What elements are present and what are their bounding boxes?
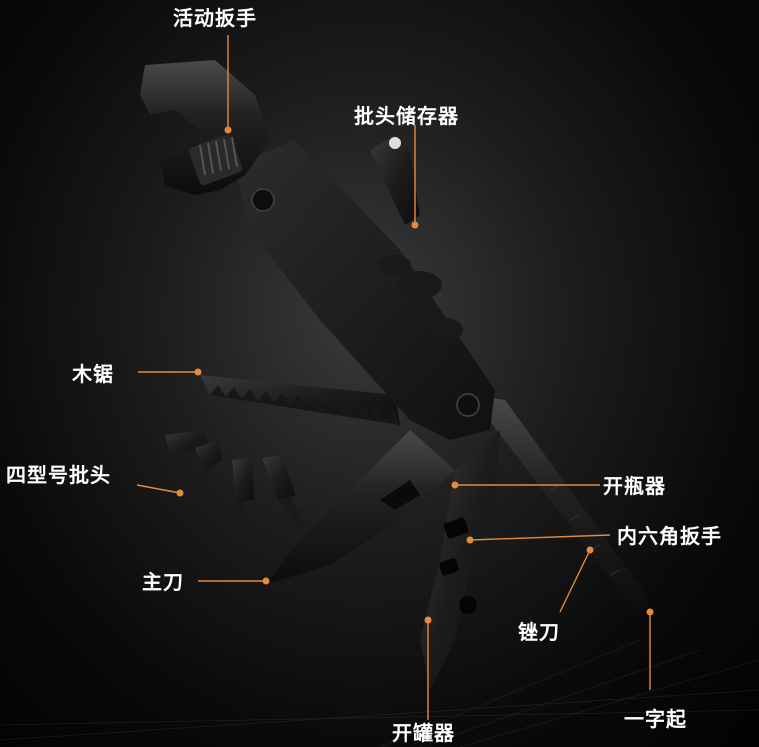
label-main-knife: 主刀 (142, 570, 184, 594)
label-bit-storage: 批头储存器 (354, 104, 459, 128)
main-knife-blade (265, 430, 455, 585)
bit-storage-arm (370, 135, 420, 225)
label-wood-saw: 木锯 (72, 362, 114, 386)
leader-lines (136, 35, 651, 720)
leader-dots (176, 126, 654, 624)
label-bottle-opener: 开瓶器 (603, 474, 666, 498)
tool-handle (235, 140, 495, 440)
label-file-knife: 锉刀 (518, 620, 560, 644)
label-can-opener: 开罐器 (392, 721, 455, 745)
label-flat-screwdriver: 一字起 (624, 707, 687, 731)
label-adjustable-wrench: 活动扳手 (173, 6, 257, 30)
screwdriver-bits (165, 430, 306, 530)
label-hex-wrench: 内六角扳手 (617, 524, 722, 548)
wood-saw-blade (200, 375, 400, 425)
adjustable-wrench-head (140, 60, 270, 195)
label-four-type-bits: 四型号批头 (6, 463, 111, 487)
floor-grid (0, 639, 759, 747)
opener-arm (420, 430, 500, 690)
file-blade (470, 395, 650, 618)
